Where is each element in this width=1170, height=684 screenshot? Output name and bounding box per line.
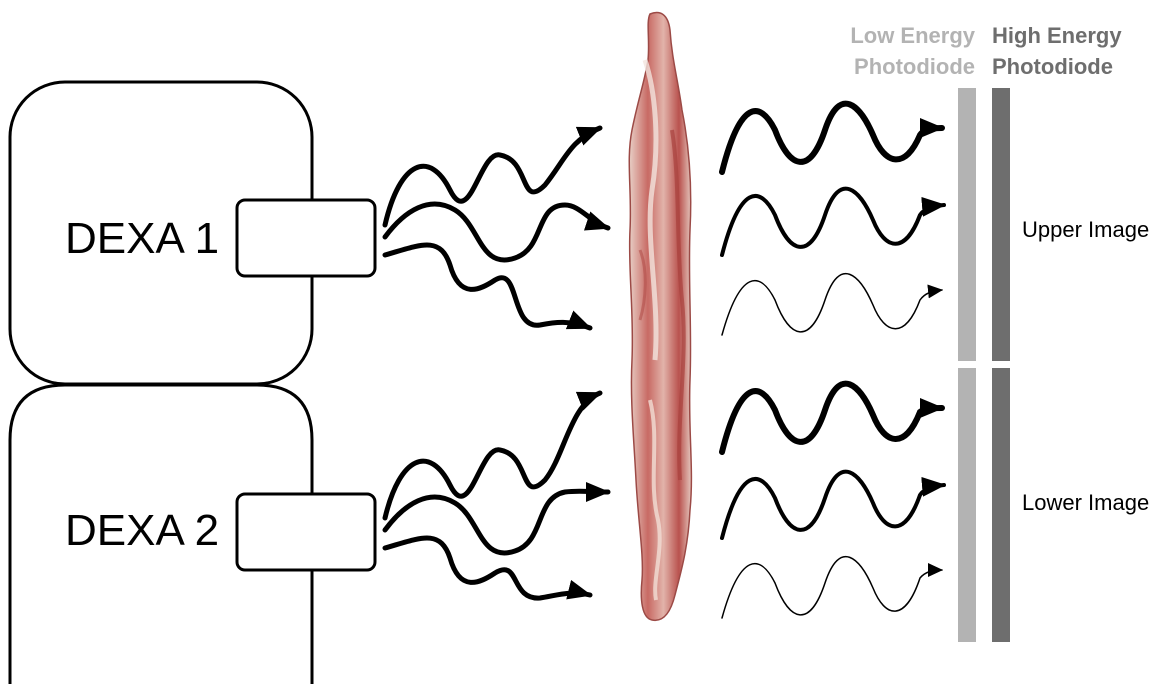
ray-mid-arrow	[385, 204, 608, 260]
transmitted-waves-lower	[722, 384, 944, 618]
wave-weak	[722, 274, 942, 335]
dexa-1-rays	[385, 128, 608, 328]
photodiode-labels: Low Energy Photodiode High Energy Photod…	[850, 23, 1122, 79]
high-energy-photodiode-upper	[992, 88, 1010, 361]
dexa-1-emitter	[237, 200, 375, 276]
photodiode-bars	[958, 88, 1010, 642]
transmitted-waves-upper	[722, 104, 944, 335]
high-energy-label-line1: High Energy	[992, 23, 1122, 48]
dexa-2-unit: DEXA 2	[10, 385, 375, 684]
wave-medium	[722, 189, 944, 255]
wave-strong	[722, 104, 942, 172]
dexa-2-emitter	[237, 494, 375, 570]
wave-strong	[722, 384, 942, 452]
dexa-1-unit: DEXA 1	[10, 82, 375, 384]
ray-mid-arrow	[385, 491, 608, 553]
upper-image-label: Upper Image	[1022, 217, 1149, 242]
dexa-1-label: DEXA 1	[65, 214, 219, 263]
wave-weak	[722, 557, 942, 618]
ray-down-arrow	[385, 245, 590, 328]
lower-image-label: Lower Image	[1022, 490, 1149, 515]
meat-carcass-image	[617, 8, 711, 628]
dexa-2-rays	[385, 393, 608, 598]
high-energy-label-line2: Photodiode	[992, 54, 1113, 79]
wave-medium	[722, 472, 944, 538]
low-energy-label-line1: Low Energy	[850, 23, 975, 48]
high-energy-photodiode-lower	[992, 368, 1010, 642]
dexa-2-label: DEXA 2	[65, 506, 219, 555]
low-energy-photodiode-lower	[958, 368, 976, 642]
low-energy-photodiode-upper	[958, 88, 976, 361]
low-energy-label-line2: Photodiode	[854, 54, 975, 79]
